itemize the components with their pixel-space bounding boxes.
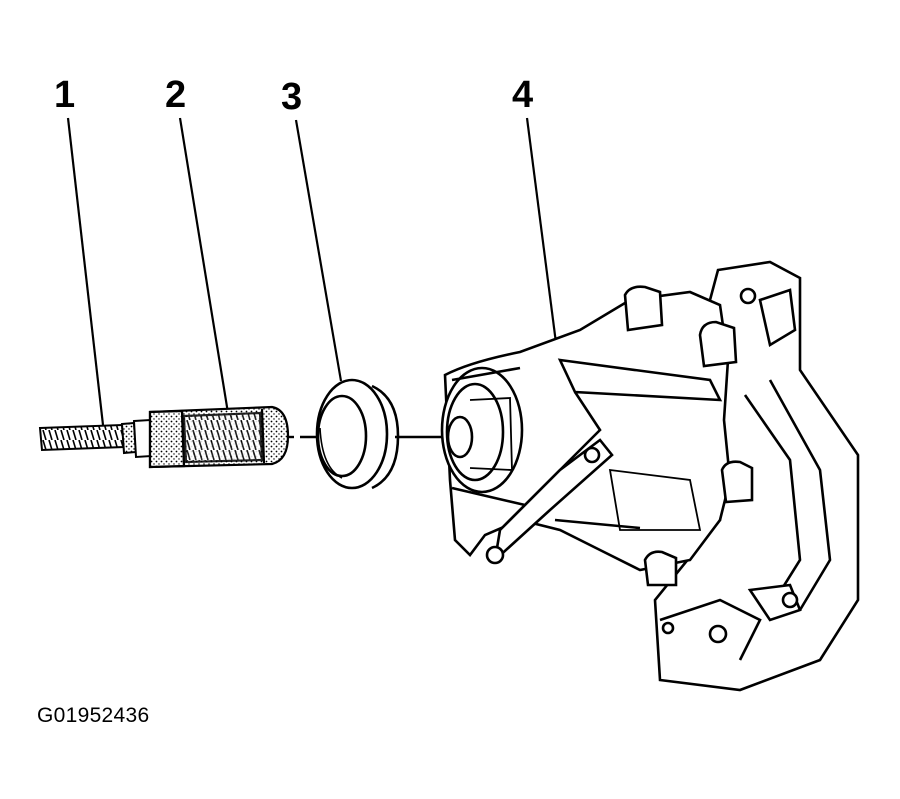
callout-2: 2 (165, 74, 187, 116)
callout-1: 1 (54, 74, 76, 116)
figure-id: G01952436 (37, 704, 150, 727)
callout-4: 4 (512, 74, 534, 116)
part-3-seal (315, 378, 400, 490)
part-1-threaded-stud (38, 418, 154, 459)
leader-line-2 (178, 117, 230, 414)
leader-line-1 (66, 117, 105, 426)
leader-line-3 (294, 119, 343, 382)
leader-lines (66, 117, 558, 426)
leader-line-4 (525, 117, 558, 344)
part-2-installer-sleeve (148, 405, 290, 469)
callout-3: 3 (281, 76, 303, 118)
part-4-housing (440, 260, 860, 692)
